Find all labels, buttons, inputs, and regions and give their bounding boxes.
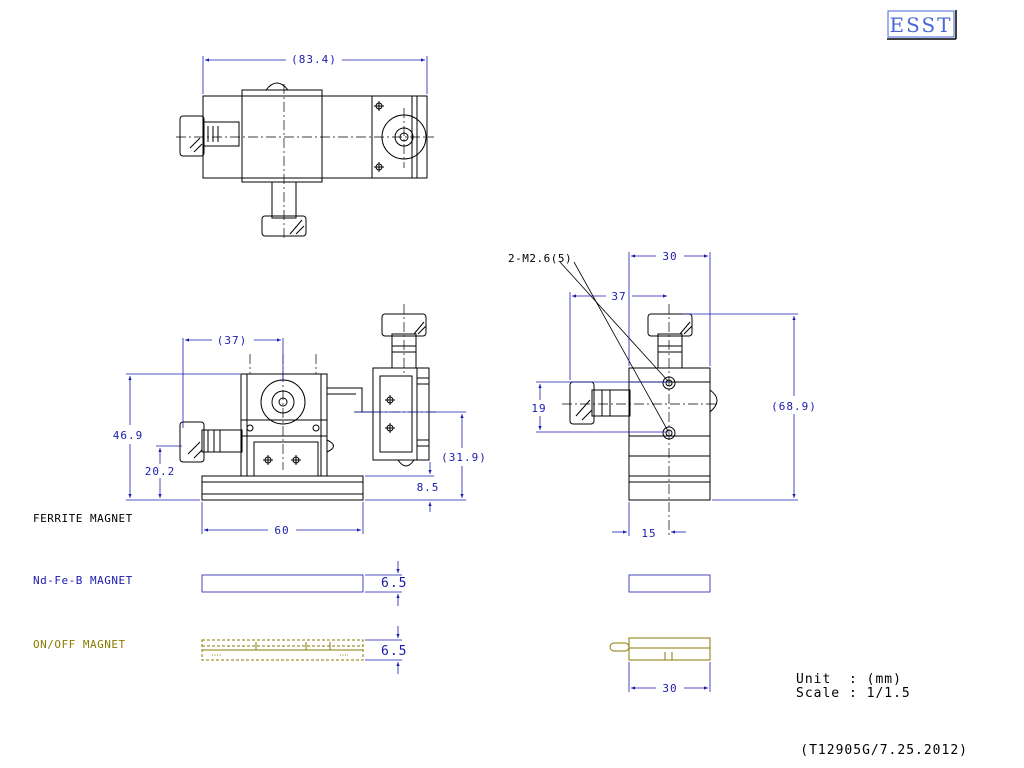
dim-front-width: 60 bbox=[274, 524, 289, 537]
dim-side-15: 15 bbox=[641, 527, 656, 540]
scale-label: Scale : 1/1.5 bbox=[796, 686, 911, 701]
dim-side-width: 30 bbox=[662, 250, 677, 263]
dim-top-width: (83.4) bbox=[291, 53, 337, 66]
dim-front-height-side: (31.9) bbox=[441, 451, 487, 464]
dim-onoff-width: 30 bbox=[662, 682, 677, 695]
label-ndfeb-magnet: Nd-Fe-B MAGNET bbox=[33, 574, 133, 587]
dim-front-height-total: 46.9 bbox=[113, 429, 144, 442]
dim-onoff-thickness: 6.5 bbox=[381, 644, 407, 659]
front-view: (37) 46.9 20.2 (31.9) 8.5 60 bbox=[113, 304, 487, 537]
logo-text: ESST bbox=[890, 13, 953, 37]
unit-label: Unit : (mm) bbox=[796, 672, 902, 687]
dim-front-height-knob: 20.2 bbox=[145, 465, 176, 478]
label-onoff-magnet: ON/OFF MAGNET bbox=[33, 638, 126, 651]
onoff-base-side: 30 bbox=[609, 637, 711, 695]
ndfeb-base-front: 6.5 bbox=[201, 561, 407, 606]
drawing-number: (T12905G/7.25.2012) bbox=[800, 743, 968, 758]
esst-logo: ESST bbox=[887, 10, 957, 40]
ndfeb-base-side bbox=[628, 574, 711, 593]
dim-ndfeb-thickness: 6.5 bbox=[381, 576, 407, 591]
dim-side-19: 19 bbox=[531, 402, 546, 415]
side-view: 2-M2.6(5) 30 37 19 (68.9) 15 bbox=[508, 250, 817, 540]
callout-holes: 2-M2.6(5) bbox=[508, 252, 572, 265]
dim-front-37: (37) bbox=[217, 334, 248, 347]
dim-front-base: 8.5 bbox=[417, 481, 440, 494]
top-view: (83.4) bbox=[176, 53, 434, 240]
onoff-base-front: 6.5 bbox=[201, 626, 407, 674]
label-ferrite-magnet: FERRITE MAGNET bbox=[33, 512, 133, 525]
dim-side-height: (68.9) bbox=[771, 400, 817, 413]
dim-side-37: 37 bbox=[611, 290, 626, 303]
